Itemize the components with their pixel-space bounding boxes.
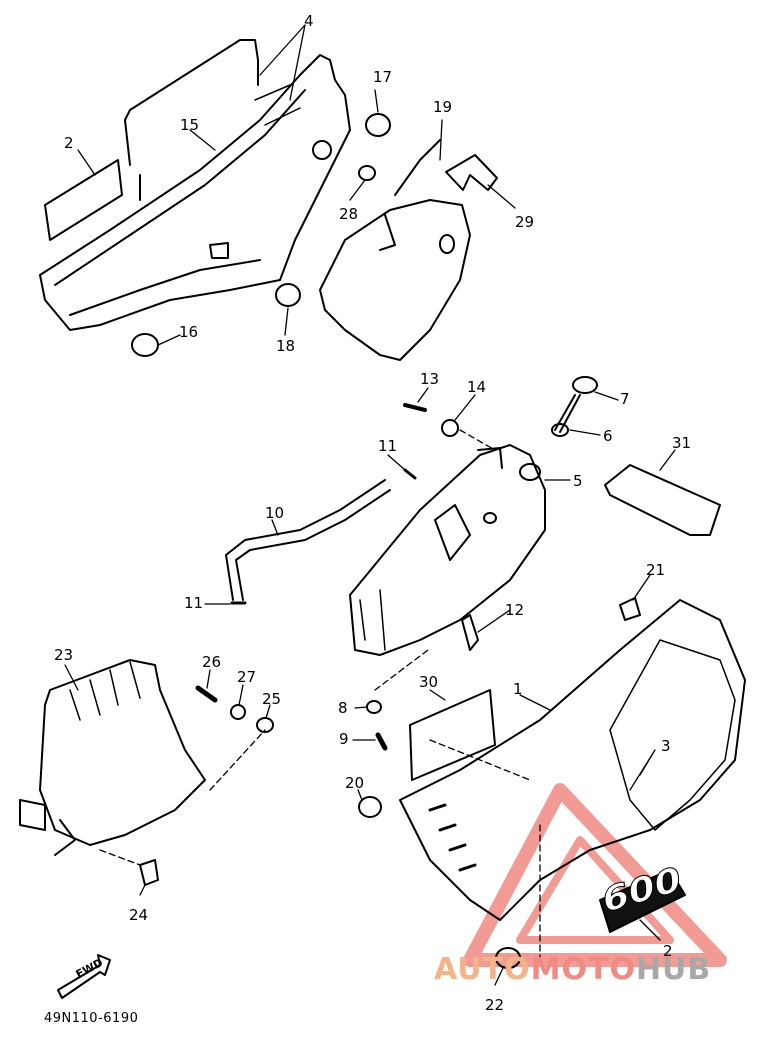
callout-11-upper: 11 (378, 437, 398, 455)
callout-27: 27 (237, 668, 257, 686)
callout-10: 10 (265, 504, 285, 522)
callout-22: 22 (485, 996, 505, 1014)
callout-14: 14 (467, 378, 487, 396)
part-code: 49N110-6190 (44, 1011, 139, 1026)
callout-25: 25 (262, 690, 282, 708)
callout-11-lower: 11 (184, 594, 204, 612)
watermark-part-auto: AUTO (434, 952, 531, 987)
callout-2-upper: 2 (64, 134, 74, 152)
callout-17: 17 (373, 68, 393, 86)
side-cover-1 (399, 599, 746, 921)
callout-5: 5 (573, 472, 583, 490)
side-cover-frame-15 (39, 39, 351, 331)
callout-24: 24 (129, 906, 149, 924)
callout-18: 18 (276, 337, 296, 355)
watermark-part-moto: MOTO (530, 952, 636, 987)
screw-8-9 (366, 700, 388, 751)
plate-30 (409, 689, 496, 781)
watermark-text: AUTOMOTOHUB (434, 952, 711, 987)
fwd-arrow (57, 954, 111, 999)
decal-badge-2-lower (599, 869, 686, 933)
callout-13: 13 (420, 370, 440, 388)
callout-8: 8 (338, 699, 348, 717)
callout-28: 28 (339, 205, 359, 223)
callout-12: 12 (505, 601, 525, 619)
callout-16: 16 (179, 323, 199, 341)
protector-19 (319, 139, 471, 361)
callout-3: 3 (661, 737, 671, 755)
watermark-triangle (463, 783, 727, 967)
callout-2-lower: 2 (663, 942, 673, 960)
oil-tank-5 (349, 444, 546, 656)
grommets (131, 113, 391, 357)
callout-15: 15 (180, 116, 200, 134)
battery-box-23 (19, 659, 206, 856)
callout-20: 20 (345, 774, 365, 792)
callout-31: 31 (672, 434, 692, 452)
callout-19: 19 (433, 98, 453, 116)
callout-4: 4 (304, 12, 314, 30)
callout-26: 26 (202, 653, 222, 671)
clip-24 (139, 859, 159, 886)
cap-and-fasteners (403, 376, 598, 480)
clip-21 (619, 597, 641, 621)
callout-7: 7 (620, 390, 630, 408)
fasteners-26-27-25 (195, 685, 274, 733)
callout-30: 30 (419, 673, 439, 691)
grommets-20-22 (358, 796, 521, 969)
clip-29 (445, 154, 498, 191)
callout-23: 23 (54, 646, 74, 664)
callout-6: 6 (603, 427, 613, 445)
watermark-part-hub: HUB (635, 952, 712, 987)
callout-1: 1 (513, 680, 523, 698)
callout-29: 29 (515, 213, 535, 231)
bolt-12 (461, 614, 479, 651)
callout-21: 21 (646, 561, 666, 579)
hose-10 (225, 479, 391, 605)
cover-31 (604, 464, 721, 536)
leader-lines (64, 24, 676, 986)
callout-9: 9 (339, 730, 349, 748)
decal-2-upper (44, 159, 123, 241)
